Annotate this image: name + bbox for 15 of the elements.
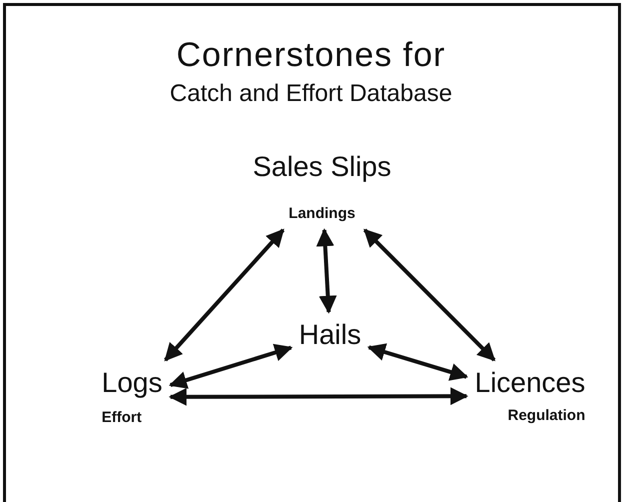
title: Cornerstones for [175, 36, 447, 75]
node-sublabel: Effort [102, 408, 142, 426]
node-label: Hails [298, 320, 362, 351]
double-arrow [168, 387, 468, 406]
double-arrow [363, 228, 496, 362]
node-sublabel: Regulation [508, 406, 586, 424]
node-label: Logs [102, 368, 162, 399]
double-arrow [316, 228, 337, 314]
double-arrow [168, 344, 293, 389]
node-label: Licences [474, 368, 586, 399]
node-sublabel: Landings [288, 204, 356, 222]
double-arrow [164, 228, 285, 362]
subtitle: Catch and Effort Database [168, 80, 454, 108]
double-arrow [367, 343, 468, 381]
node-label: Sales Slips [252, 152, 392, 183]
